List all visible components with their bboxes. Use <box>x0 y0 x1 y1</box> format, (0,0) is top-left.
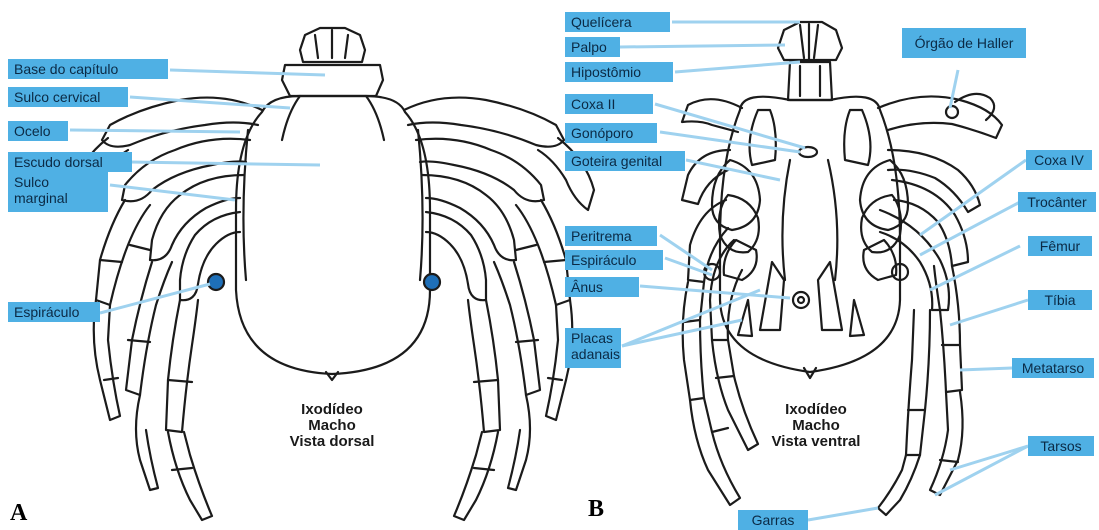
label-placas-adanais-line2: adanais <box>571 346 615 362</box>
caption-dorsal-line2: Macho <box>270 418 394 434</box>
label-hipostomio: Hipostômio <box>565 62 673 82</box>
caption-dorsal-line3: Vista dorsal <box>270 434 394 450</box>
label-metatarso: Metatarso <box>1012 358 1094 378</box>
panel-letter-a: A <box>10 500 27 527</box>
caption-ventral-line3: Vista ventral <box>752 434 880 450</box>
label-tibia: Tíbia <box>1028 290 1092 310</box>
label-coxa-ii: Coxa II <box>565 94 653 114</box>
label-placas-adanais-line1: Placas <box>571 330 615 346</box>
label-anus: Ânus <box>565 277 639 297</box>
label-coxa-iv: Coxa IV <box>1026 150 1092 170</box>
caption-dorsal: Ixodídeo Macho Vista dorsal <box>270 402 394 450</box>
caption-ventral-line2: Macho <box>752 418 880 434</box>
label-espiraculo-dorsal: Espiráculo <box>8 302 100 322</box>
label-femur: Fêmur <box>1028 236 1092 256</box>
label-tarsos: Tarsos <box>1028 436 1094 456</box>
label-ocelo: Ocelo <box>8 121 68 141</box>
caption-ventral: Ixodídeo Macho Vista ventral <box>752 402 880 450</box>
label-espiraculo-ventral: Espiráculo <box>565 250 663 270</box>
panel-letter-b: B <box>588 496 604 523</box>
label-palpo: Palpo <box>565 37 620 57</box>
label-placas-adanais: Placas adanais <box>565 328 621 368</box>
caption-ventral-line1: Ixodídeo <box>752 402 880 418</box>
label-garras: Garras <box>738 510 808 530</box>
label-gonoporo: Gonóporo <box>565 123 657 143</box>
label-peritrema: Peritrema <box>565 226 657 246</box>
label-quelicera: Quelícera <box>565 12 670 32</box>
caption-dorsal-line1: Ixodídeo <box>270 402 394 418</box>
label-trocanter: Trocânter <box>1018 192 1096 212</box>
label-sulco-marginal: Sulco marginal <box>8 172 108 212</box>
label-base-capitulo: Base do capítulo <box>8 59 168 79</box>
label-sulco-marginal-line1: Sulco <box>14 174 102 190</box>
label-orgao-haller: Órgão de Haller <box>902 28 1026 58</box>
label-escudo-dorsal: Escudo dorsal <box>8 152 132 172</box>
label-sulco-cervical: Sulco cervical <box>8 87 128 107</box>
label-sulco-marginal-line2: marginal <box>14 190 102 206</box>
label-goteira-genital: Goteira genital <box>565 151 685 171</box>
